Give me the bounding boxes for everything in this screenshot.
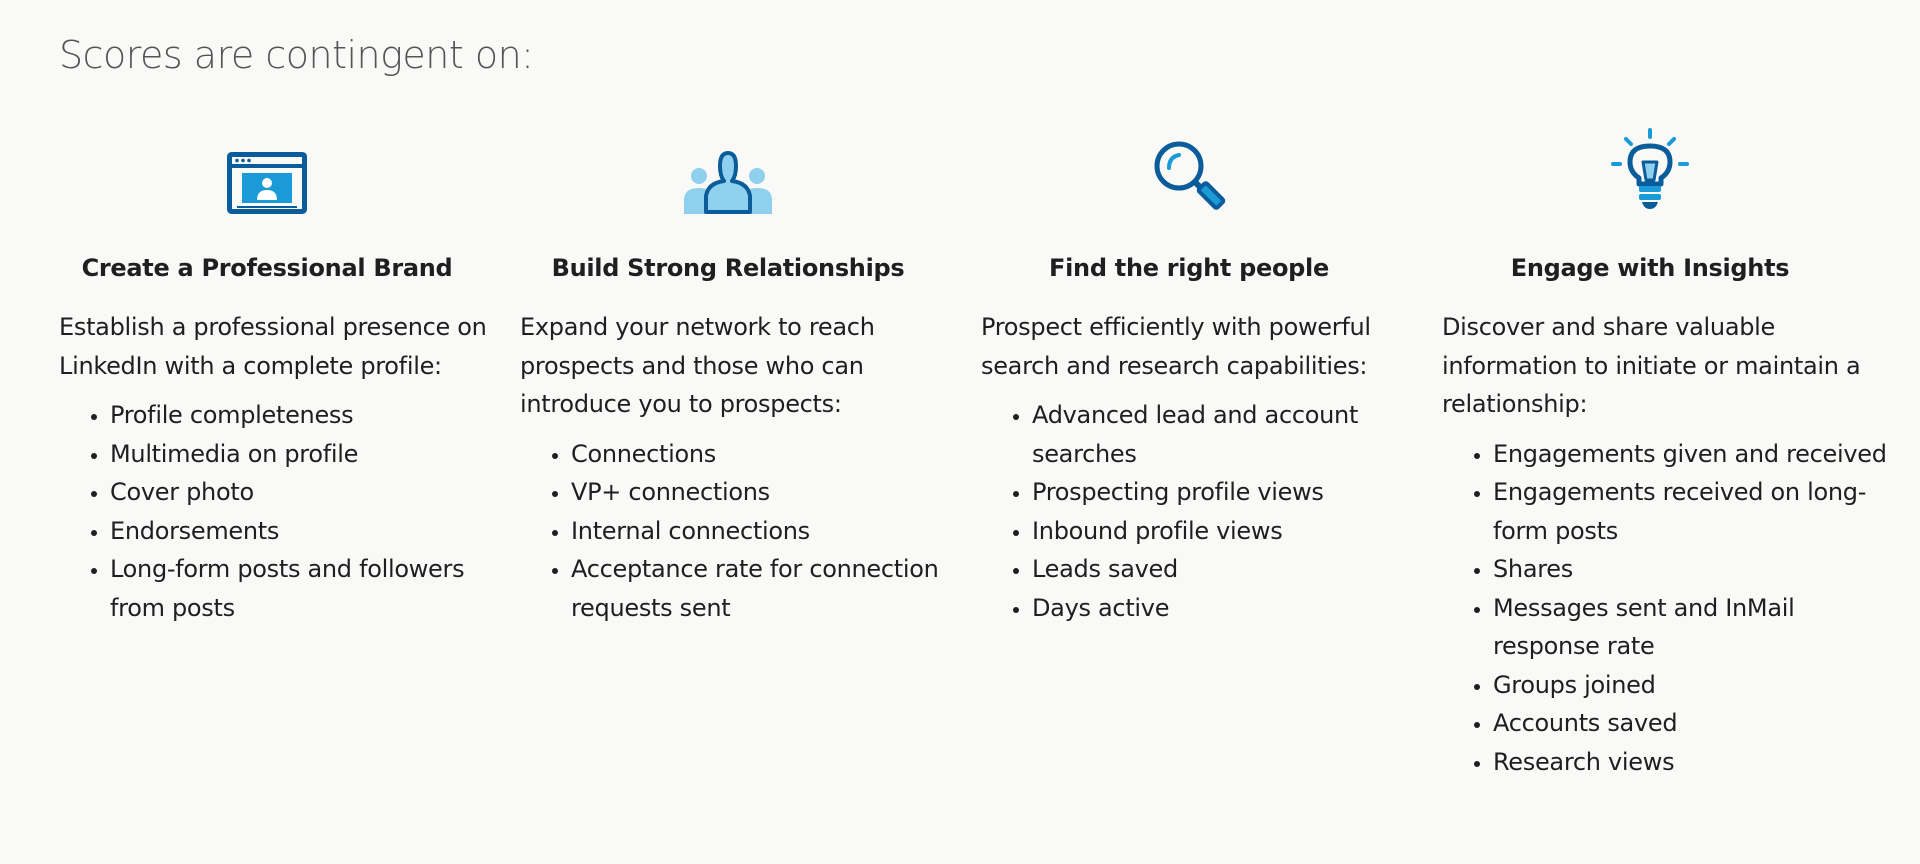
list-item: Accounts saved [1493, 704, 1903, 743]
column-description: Discover and share valuable information … [1442, 313, 1861, 418]
column-title: Engage with Insights [1510, 254, 1790, 282]
list-item: Cover photo [110, 473, 520, 512]
people-group-icon [684, 151, 772, 214]
criteria-list: Advanced lead and account searches Prosp… [981, 396, 1442, 627]
list-item: Connections [571, 435, 981, 474]
list-item: Messages sent and InMail response rate [1493, 589, 1903, 666]
list-item: VP+ connections [571, 473, 981, 512]
columns: Create a Professional Brand Establish a … [59, 128, 1887, 781]
column-professional-brand: Create a Professional Brand Establish a … [59, 130, 520, 781]
list-item: Inbound profile views [1032, 512, 1442, 551]
column-description: Prospect efficiently with powerful searc… [981, 313, 1371, 380]
list-item: Acceptance rate for connection requests … [571, 550, 981, 627]
list-item: Engagements given and received [1493, 435, 1903, 474]
criteria-list: Connections VP+ connections Internal con… [520, 435, 981, 628]
lightbulb-icon [1611, 128, 1689, 209]
list-item: Profile completeness [110, 396, 520, 435]
list-item: Long-form posts and followers from posts [110, 550, 520, 627]
list-item: Leads saved [1032, 550, 1442, 589]
list-item: Advanced lead and account searches [1032, 396, 1442, 473]
list-item: Engagements received on long-form posts [1493, 473, 1903, 550]
list-item: Research views [1493, 743, 1903, 782]
criteria-list: Profile completeness Multimedia on profi… [59, 396, 520, 627]
column-title: Build Strong Relationships [551, 254, 905, 282]
column-engage-insights: Engage with Insights Discover and share … [1442, 128, 1903, 782]
list-item: Internal connections [571, 512, 981, 551]
section-heading: Scores are contingent on: [59, 33, 534, 77]
browser-profile-icon [227, 152, 307, 214]
column-title: Create a Professional Brand [81, 254, 453, 282]
column-description: Establish a professional presence on Lin… [59, 313, 487, 380]
list-item: Endorsements [110, 512, 520, 551]
column-description: Expand your network to reach prospects a… [520, 313, 875, 418]
criteria-list: Engagements given and received Engagemen… [1442, 435, 1903, 782]
list-item: Shares [1493, 550, 1903, 589]
list-item: Days active [1032, 589, 1442, 628]
column-find-people: Find the right people Prospect efficient… [981, 130, 1442, 781]
list-item: Multimedia on profile [110, 435, 520, 474]
list-item: Prospecting profile views [1032, 473, 1442, 512]
column-title: Find the right people [1049, 254, 1329, 282]
list-item: Groups joined [1493, 666, 1903, 705]
magnifying-glass-icon [1154, 141, 1226, 210]
column-strong-relationships: Build Strong Relationships Expand your n… [520, 130, 981, 781]
